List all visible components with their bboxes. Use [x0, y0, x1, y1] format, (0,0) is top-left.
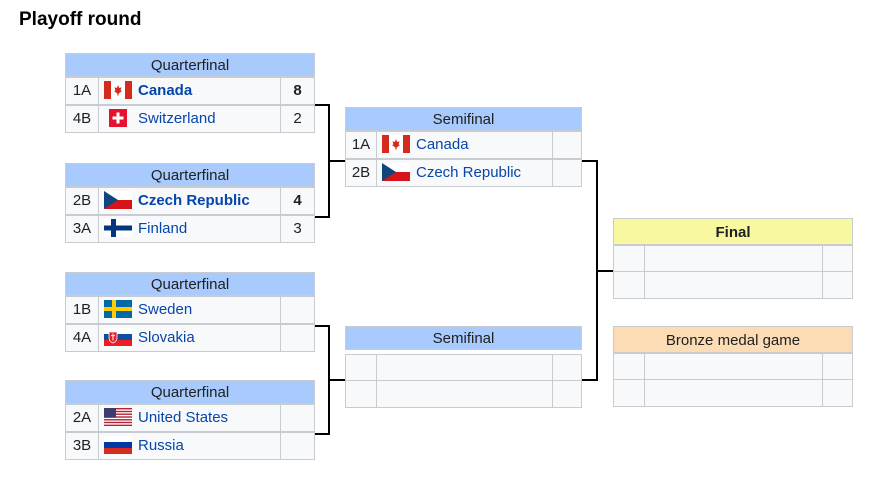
team-cell: [644, 271, 823, 299]
team-cell: Canada: [376, 131, 553, 159]
sweden-flag-icon: [104, 300, 132, 318]
team-link[interactable]: Czech Republic: [416, 164, 522, 181]
score: 4: [280, 187, 315, 215]
score: 2: [280, 105, 315, 133]
score: [280, 404, 315, 432]
match-header: Semifinal: [345, 326, 582, 350]
seed: 1A: [345, 131, 377, 159]
team-cell: United States: [98, 404, 281, 432]
team-cell: Switzerland: [98, 105, 281, 133]
match-header: Quarterfinal: [65, 53, 315, 77]
czech-flag-icon: [104, 191, 132, 209]
match-header: Quarterfinal: [65, 163, 315, 187]
connector-qf1-qf2: [315, 104, 330, 218]
seed: 3B: [65, 432, 99, 460]
team-link[interactable]: Canada: [138, 82, 193, 99]
match-header: Quarterfinal: [65, 272, 315, 296]
switzerland-flag-icon: [109, 109, 127, 127]
score: [822, 271, 853, 299]
seed: 2B: [345, 159, 377, 187]
team-link[interactable]: Czech Republic: [138, 192, 250, 209]
team-cell: Sweden: [98, 296, 281, 324]
bronze-match: Bronze medal game: [613, 326, 853, 407]
seed: 4A: [65, 324, 99, 352]
team-link[interactable]: Finland: [138, 220, 188, 237]
score: [552, 354, 582, 382]
quarterfinal-2: Quarterfinal 2B Czech Republic 4 3A Finl…: [65, 163, 315, 243]
team-cell: [644, 379, 823, 407]
slovakia-flag-icon: [104, 328, 132, 346]
team-link[interactable]: Slovakia: [138, 329, 195, 346]
match-header: Quarterfinal: [65, 380, 315, 404]
czech-flag-icon: [382, 163, 410, 181]
team-cell: Finland: [98, 215, 281, 243]
finland-flag-icon: [104, 219, 132, 237]
team-link[interactable]: Switzerland: [138, 110, 216, 127]
seed: [613, 245, 645, 273]
seed: [345, 380, 377, 408]
score: 3: [280, 215, 315, 243]
team-cell: [376, 380, 553, 408]
semifinal-2: Semifinal: [345, 326, 582, 408]
score: [552, 380, 582, 408]
quarterfinal-4: Quarterfinal 2A United States 3B Russia: [65, 380, 315, 460]
seed: 3A: [65, 215, 99, 243]
russia-flag-icon: [104, 436, 132, 454]
score: [280, 432, 315, 460]
final-header: Final: [613, 218, 853, 245]
usa-flag-icon: [104, 408, 132, 426]
seed: 2A: [65, 404, 99, 432]
score: [822, 379, 853, 407]
canada-flag-icon: [104, 81, 132, 99]
page-title: Playoff round: [19, 9, 142, 30]
score: [280, 324, 315, 352]
team-link[interactable]: United States: [138, 409, 229, 426]
team-cell: [644, 245, 823, 273]
connector-qf3-qf4: [315, 325, 330, 435]
score: 8: [280, 77, 315, 105]
score: [552, 159, 582, 187]
quarterfinal-1: Quarterfinal 1A Canada 8 4B Switzerland …: [65, 53, 315, 133]
seed: 2B: [65, 187, 99, 215]
team-link[interactable]: Russia: [138, 437, 184, 454]
final-match: Final: [613, 218, 853, 299]
score: [552, 131, 582, 159]
team-cell: Canada: [98, 77, 281, 105]
seed: 1B: [65, 296, 99, 324]
score: [280, 296, 315, 324]
semifinal-1: Semifinal 1A Canada 2B Czech Republic: [345, 107, 582, 187]
team-link[interactable]: Sweden: [138, 301, 193, 318]
team-cell: Czech Republic: [98, 187, 281, 215]
quarterfinal-3: Quarterfinal 1B Sweden 4A Slovakia: [65, 272, 315, 352]
team-link[interactable]: Canada: [416, 136, 469, 153]
connector-sf1-sf2: [582, 160, 598, 381]
match-header: Semifinal: [345, 107, 582, 131]
seed: [345, 354, 377, 382]
seed: [613, 271, 645, 299]
bronze-header: Bronze medal game: [613, 326, 853, 353]
canada-flag-icon: [382, 135, 410, 153]
